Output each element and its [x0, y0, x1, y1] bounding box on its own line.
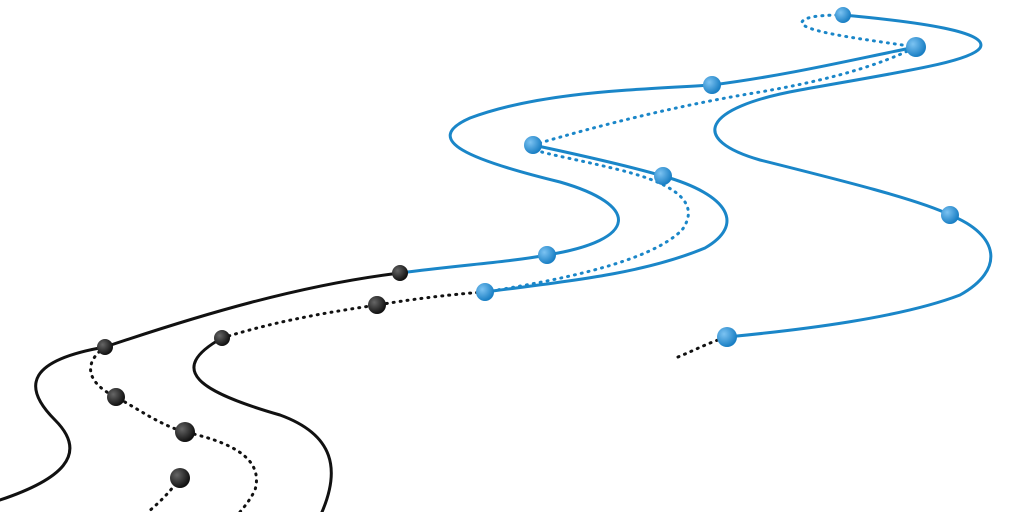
blue-dotted-path-top	[800, 13, 918, 49]
node	[107, 388, 125, 406]
blue-dotted-path-middle	[531, 45, 918, 147]
node	[538, 246, 556, 264]
blue-solid-path-main	[398, 45, 918, 275]
node	[476, 283, 494, 301]
node	[175, 422, 195, 442]
blue-nodes	[476, 7, 959, 347]
black-solid-path-outer	[0, 271, 402, 502]
node	[906, 37, 926, 57]
black-dotted-path-lower	[89, 345, 258, 512]
node	[717, 327, 737, 347]
node	[654, 167, 672, 185]
node	[170, 468, 190, 488]
node	[392, 265, 408, 281]
blue-dotted-path-inner	[483, 148, 690, 294]
node	[524, 136, 542, 154]
black-dotted-path-tail	[146, 476, 182, 512]
blue-solid-path-inner	[483, 143, 729, 294]
black-nodes	[97, 265, 408, 488]
node	[214, 330, 230, 346]
node	[703, 76, 721, 94]
node	[835, 7, 851, 23]
node	[941, 206, 959, 224]
node	[368, 296, 386, 314]
blue-solid-path-top	[713, 13, 993, 339]
black-solid-path-inner	[192, 336, 333, 512]
black-dotted-path-upper	[220, 290, 487, 340]
node	[97, 339, 113, 355]
